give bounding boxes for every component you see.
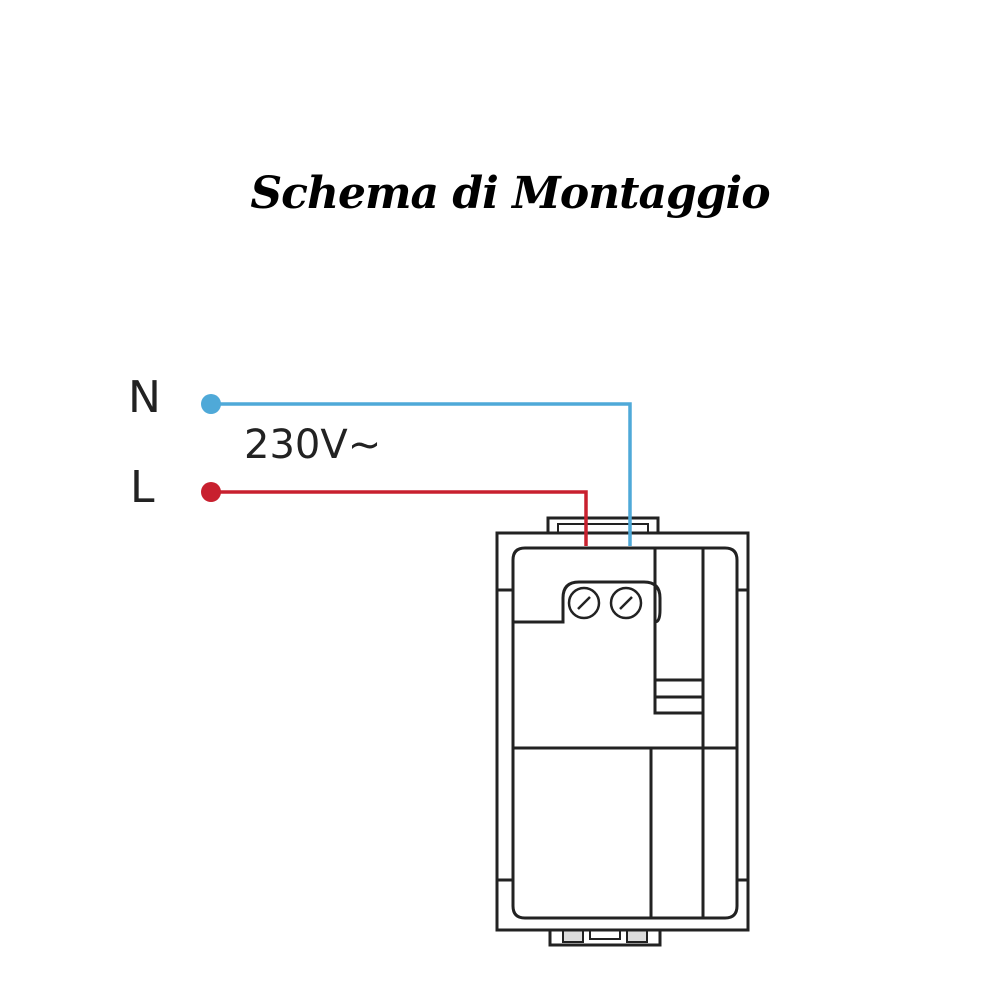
- neutral-wire: [201, 394, 632, 546]
- line-label: L: [130, 462, 155, 513]
- inner-body: [511, 546, 739, 920]
- device-outline: [495, 516, 750, 947]
- neutral-terminal-dot: [201, 394, 221, 414]
- terminal-screws: [567, 586, 643, 620]
- diagram-title: Schema di Montaggio: [250, 168, 770, 219]
- line-terminal-dot: [201, 482, 221, 502]
- line-wire: [201, 482, 588, 546]
- neutral-label: N: [128, 372, 161, 423]
- voltage-label: 230V~: [244, 422, 382, 468]
